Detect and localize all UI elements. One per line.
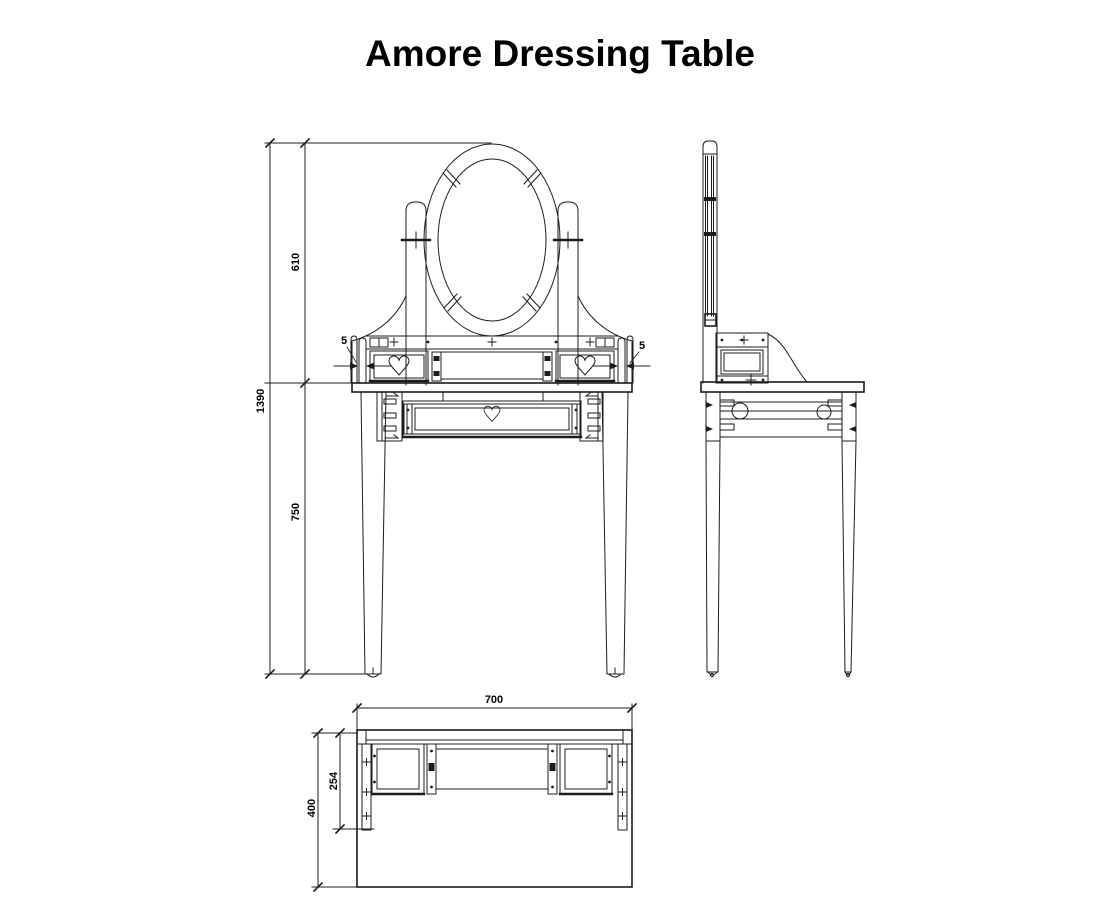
deck-plan bbox=[356, 729, 633, 831]
apron-side bbox=[705, 391, 857, 442]
front-view: 610 1390 750 bbox=[255, 137, 651, 680]
tabletop-outline bbox=[356, 729, 633, 888]
legs-front bbox=[360, 391, 629, 678]
upper-deck bbox=[350, 335, 634, 384]
tabletop-side bbox=[700, 381, 865, 393]
top-view: 700 254 400 bbox=[306, 694, 638, 893]
side-view bbox=[700, 140, 865, 678]
drawing-title: Amore Dressing Table bbox=[365, 33, 755, 74]
drawer-center bbox=[401, 400, 583, 439]
foot-glide bbox=[707, 671, 718, 676]
heart-icon bbox=[388, 355, 410, 376]
mirror-post-left bbox=[405, 201, 427, 386]
dim-right-overhang-label: 5 bbox=[639, 340, 645, 352]
front-dimensions: 610 1390 750 bbox=[255, 137, 492, 680]
mirror-side bbox=[702, 140, 718, 384]
tabletop-front bbox=[351, 382, 633, 401]
mirror-post-right bbox=[557, 201, 579, 386]
dim-total-depth-label: 400 bbox=[306, 799, 318, 817]
apron-front bbox=[376, 391, 604, 442]
deck-side bbox=[715, 332, 808, 386]
top-dimensions: 700 254 400 bbox=[306, 694, 638, 893]
drawer-box-right-plan bbox=[558, 743, 614, 796]
foot-glide bbox=[366, 673, 380, 678]
heart-icon bbox=[574, 355, 596, 376]
dim-width-label: 700 bbox=[485, 694, 503, 706]
mirror-inner-oval bbox=[437, 158, 547, 322]
dim-deck-depth-label: 254 bbox=[328, 771, 340, 790]
pediment-left bbox=[351, 295, 407, 384]
foot-glide bbox=[608, 673, 622, 678]
drawer-box-left-plan bbox=[370, 743, 426, 796]
dim-leg-height-label: 750 bbox=[290, 503, 302, 521]
legs-side bbox=[705, 440, 857, 678]
dim-total-height-label: 1390 bbox=[255, 389, 267, 413]
mirror bbox=[351, 143, 633, 386]
pediment-profile-curve bbox=[767, 333, 808, 383]
drawing-lines: 610 1390 750 bbox=[255, 137, 865, 893]
foot-glide bbox=[844, 671, 852, 676]
dim-left-overhang-label: 5 bbox=[341, 335, 347, 347]
overhang-callouts: 5 5 bbox=[333, 335, 651, 370]
pediment-right bbox=[577, 295, 633, 384]
dim-mirror-height-label: 610 bbox=[290, 253, 302, 271]
